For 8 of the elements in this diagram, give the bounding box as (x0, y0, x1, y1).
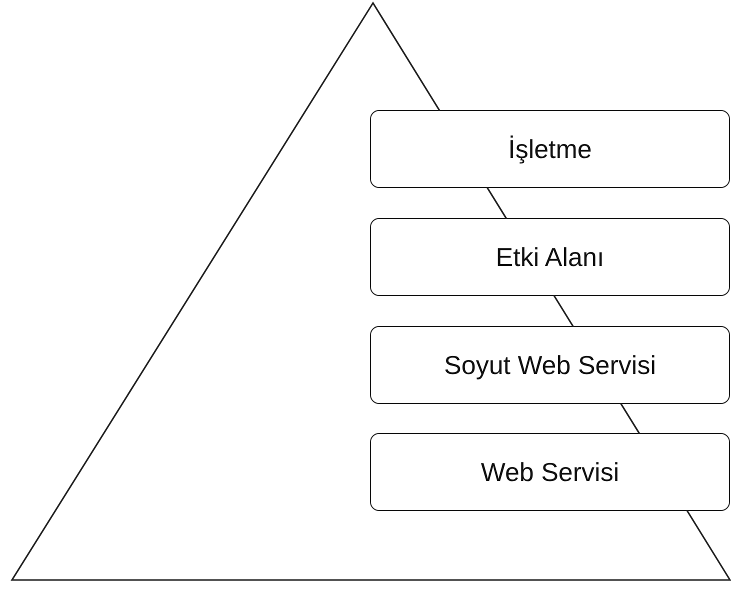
layer-label: Soyut Web Servisi (444, 350, 656, 380)
layer-box (370, 110, 730, 188)
layer-label: İşletme (508, 134, 592, 164)
layer-label: Etki Alanı (496, 242, 604, 272)
layer-label: Web Servisi (480, 456, 620, 488)
layer-box (370, 326, 730, 404)
layer-box (370, 218, 730, 296)
layer-box (370, 433, 730, 511)
